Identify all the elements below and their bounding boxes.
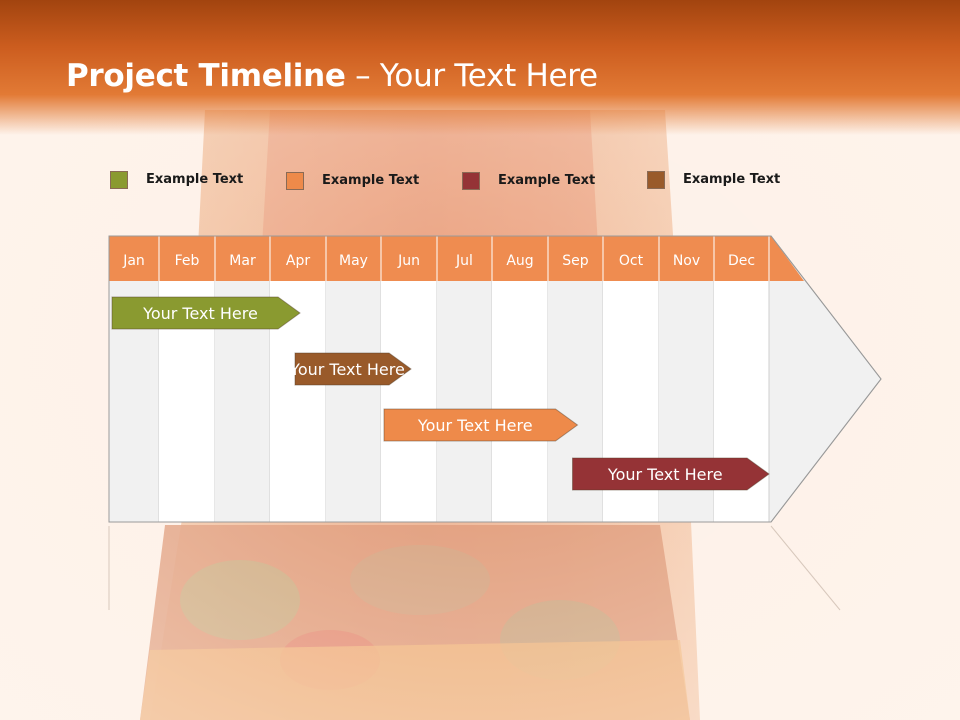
task-bar-label: Your Text Here: [289, 360, 405, 379]
month-label-sep: Sep: [562, 253, 589, 269]
reflection-line: [770, 525, 841, 611]
month-column: [437, 281, 492, 522]
month-column: [326, 281, 381, 522]
legend-label: Example Text: [322, 173, 420, 188]
title-bold: Project Timeline: [66, 58, 346, 94]
title-band: [0, 0, 960, 135]
legend-swatch: [110, 171, 128, 189]
page-title: Project Timeline – Your Text Here: [66, 58, 598, 94]
timeline-header: [109, 236, 804, 281]
task-bar-label: Your Text Here: [142, 304, 258, 323]
month-label-jul: Jul: [455, 253, 473, 269]
task-bar-label: Your Text Here: [417, 416, 533, 435]
month-label-nov: Nov: [673, 253, 700, 269]
title-rest: – Your Text Here: [345, 58, 598, 94]
month-label-jan: Jan: [122, 253, 145, 269]
task-bar: [111, 296, 301, 330]
month-label-aug: Aug: [506, 253, 533, 269]
month-label-oct: Oct: [619, 253, 644, 269]
month-labels: Jan Feb Mar Apr May Jun Jul Aug Sep Oct Nov Dec: [122, 236, 770, 281]
task-bar: [294, 352, 412, 386]
month-label-jun: Jun: [397, 253, 420, 269]
month-label-mar: Mar: [229, 253, 256, 269]
month-column: [492, 281, 548, 522]
month-label-feb: Feb: [175, 253, 200, 269]
legend-label: Example Text: [498, 173, 596, 188]
legend-label: Example Text: [146, 172, 244, 187]
timeline-arrow-outline: [108, 235, 882, 523]
month-column: [381, 281, 437, 522]
task-bar: [572, 457, 770, 491]
legend-swatch: [647, 171, 665, 189]
month-label-dec: Dec: [728, 253, 755, 269]
task-bar: [383, 408, 579, 442]
legend-label: Example Text: [683, 172, 781, 187]
task-bar-label: Your Text Here: [607, 465, 723, 484]
legend-swatch: [462, 172, 480, 190]
legend-swatch: [286, 172, 304, 190]
month-label-may: May: [339, 253, 368, 269]
month-label-apr: Apr: [286, 253, 310, 269]
